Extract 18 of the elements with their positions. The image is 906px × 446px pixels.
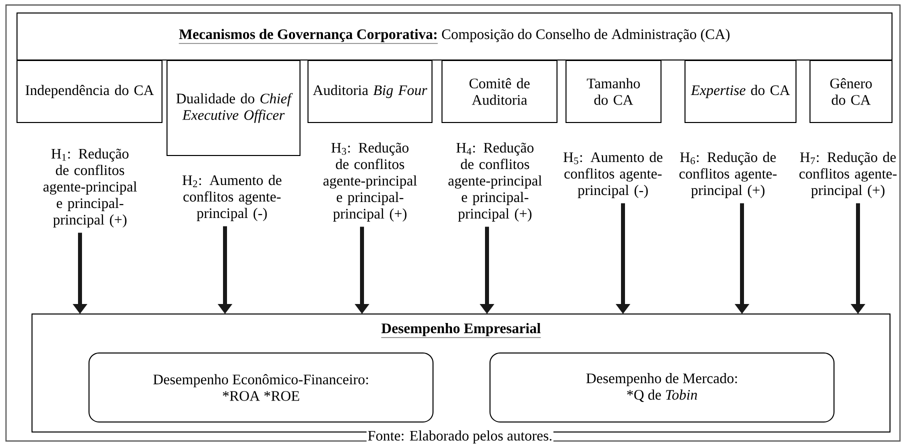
hypothesis-text: H$_{3}$: Redução de conflitos agente-principal e principal-principal (+) (323, 142, 417, 222)
hypothesis-text: H$_{7}$: Redução de conflitos agente-principal (+) (799, 152, 897, 198)
category-box: Dualidade do Chief Executive Officer (166, 60, 300, 156)
hypothesis-text: H$_{1}$: Redução de conflitos agente-principal e principal-principal (+) (43, 148, 137, 228)
measure-box: Desempenho Econômico-Financeiro: *ROA *ROE (88, 352, 434, 422)
category-box: Independência do CA (16, 60, 162, 123)
caption: Fonte: Elaborado pelos autores. (366, 429, 554, 445)
category-box: Expertise do CA (684, 60, 796, 123)
hypothesis-text: H$_{6}$: Redução de conflitos agente-principal (+) (679, 152, 777, 198)
measure-box: Desempenho de Mercado: *Q de Tobin (490, 352, 834, 422)
hypothesis-text: H$_{4}$: Redução de conflitos agente-principal e principal-principal (+) (448, 142, 542, 222)
category-box: Tamanho do CA (566, 60, 662, 123)
title-box: Mecanismos de Governança Corporativa: Composição do Conselho de Administração (CA) (16, 12, 892, 60)
category-box: Auditoria Big Four (308, 60, 432, 123)
hypothesis-text: H$_{5}$: Aumento de conflitos agente-principal (-) (564, 152, 662, 198)
hypothesis-text: H$_{2}$: Aumento de conflitos agente-principal (-) (182, 174, 282, 222)
category-box: Gênero do CA (810, 60, 892, 123)
category-box: Comitê de Auditoria (442, 60, 558, 123)
